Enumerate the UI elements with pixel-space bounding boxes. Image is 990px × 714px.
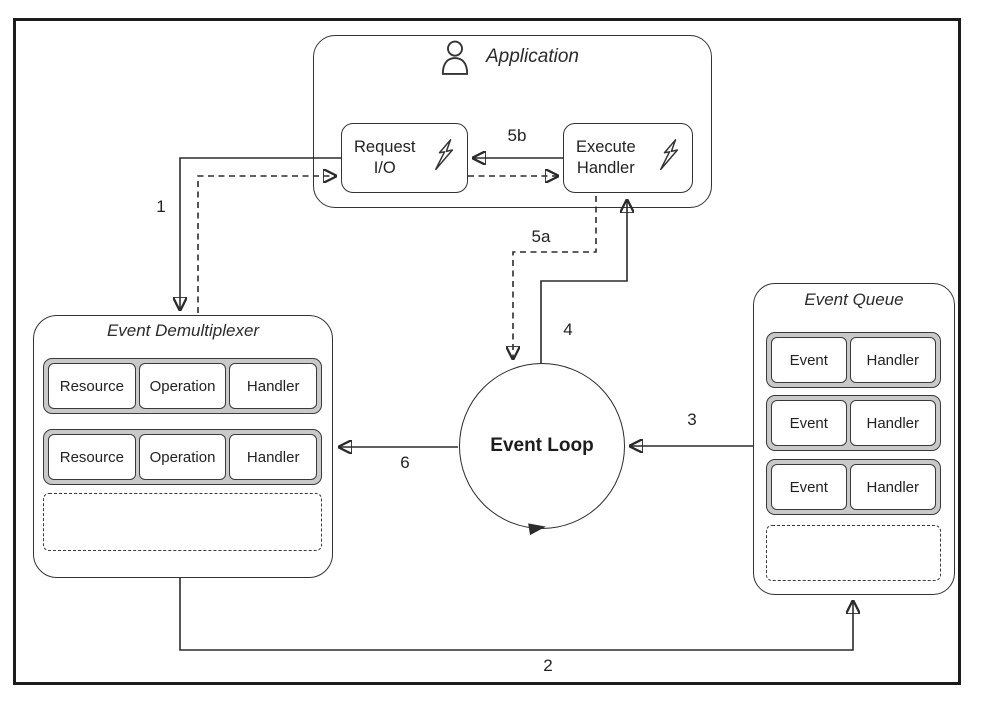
demux-row: Resource Operation Handler — [43, 429, 322, 485]
queue-cell-handler: Handler — [849, 400, 936, 446]
demux-cell-operation: Operation — [138, 434, 227, 480]
demux-empty-slot — [43, 493, 322, 551]
step-label-5a: 5a — [531, 227, 551, 246]
execute-handler-line1: Execute — [576, 138, 636, 157]
demux-cell-handler: Handler — [229, 434, 318, 480]
queue-row: Event Handler — [766, 395, 941, 451]
request-io-line2: I/O — [373, 159, 396, 177]
request-io-line1: Request — [354, 138, 416, 157]
execute-handler-label: Execute Handler — [576, 137, 636, 178]
event-demultiplexer-title: Event Demultiplexer — [106, 321, 260, 340]
queue-cell-event: Event — [771, 400, 847, 446]
execute-handler-box: Execute Handler — [563, 123, 693, 193]
request-io-label: Request I/O — [354, 137, 415, 178]
demux-cell-handler: Handler — [229, 363, 318, 409]
step-label-1: 1 — [156, 197, 166, 216]
step-label-2: 2 — [543, 656, 553, 675]
demux-cell-operation: Operation — [138, 363, 227, 409]
execute-handler-line2: Handler — [576, 159, 635, 177]
request-io-box: Request I/O — [341, 123, 468, 193]
queue-cell-handler: Handler — [849, 464, 936, 510]
queue-empty-slot — [766, 525, 941, 581]
lightning-icon — [433, 137, 457, 179]
demux-cell-resource: Resource — [48, 363, 136, 409]
queue-cell-event: Event — [771, 464, 847, 510]
step-label-6: 6 — [400, 453, 410, 472]
demux-row: Resource Operation Handler — [43, 358, 322, 414]
person-icon — [440, 40, 470, 81]
queue-row: Event Handler — [766, 459, 941, 515]
event-loop-circle: Event Loop — [459, 363, 625, 529]
event-queue-title: Event Queue — [804, 290, 904, 309]
step-label-5b: 5b — [507, 126, 527, 145]
demux-cell-resource: Resource — [48, 434, 136, 480]
application-title: Application — [486, 46, 579, 67]
queue-cell-handler: Handler — [849, 337, 936, 383]
event-loop-label: Event Loop — [490, 435, 594, 456]
lightning-icon — [658, 137, 682, 179]
queue-cell-event: Event — [771, 337, 847, 383]
step-label-3: 3 — [687, 410, 697, 429]
step-label-4: 4 — [563, 320, 573, 339]
queue-row: Event Handler — [766, 332, 941, 388]
